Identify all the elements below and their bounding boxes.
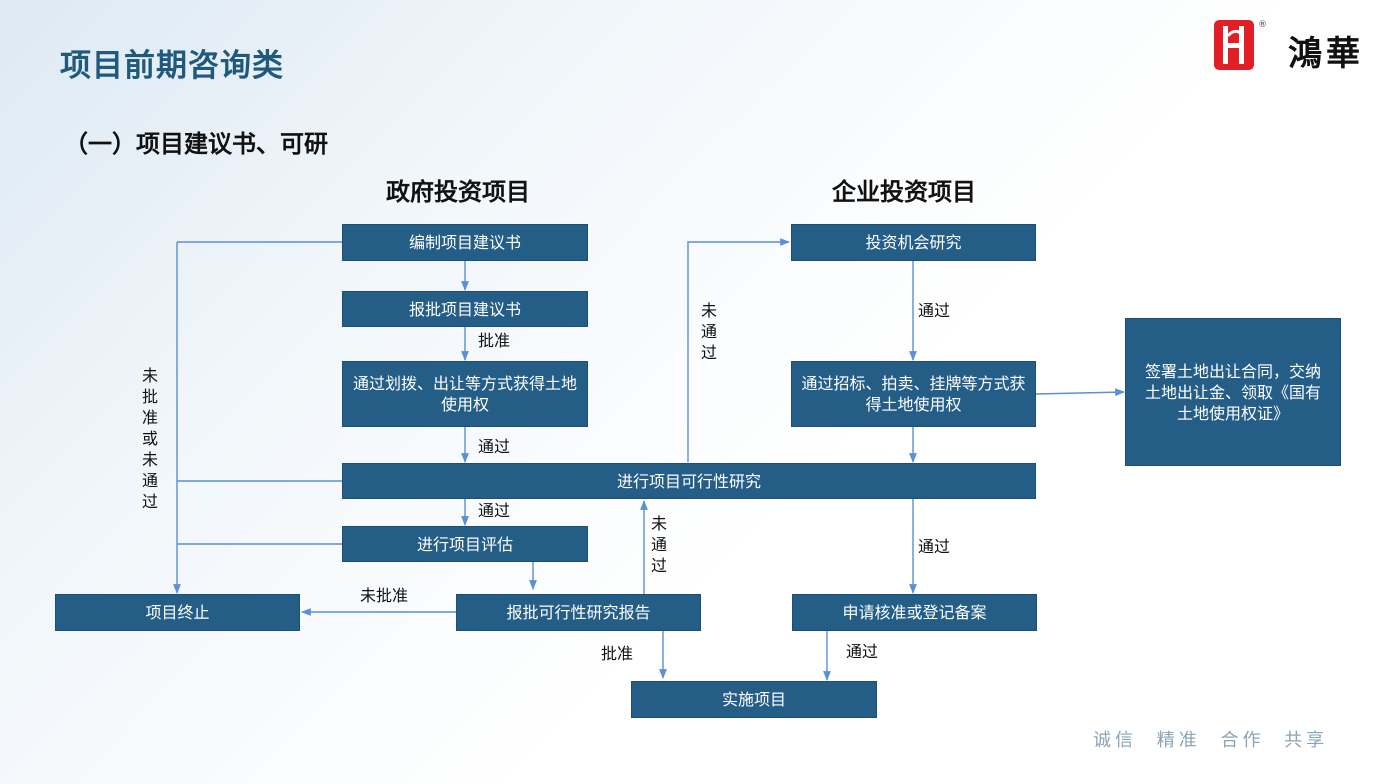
section-title: （一）项目建议书、可研 [64,130,328,158]
svg-text:®: ® [1258,20,1267,30]
box-investment-research: 投资机会研究 [791,224,1036,261]
box-acquire-land-gov: 通过划拨、出让等方式获得土地使用权 [342,361,588,427]
box-terminate-project: 项目终止 [55,594,300,631]
label-not-passed-up: 未通过 [700,301,717,362]
logo-text: 鴻華 [1288,34,1364,74]
box-implement-project: 实施项目 [631,681,877,718]
label-passed-ent-3: 通过 [846,642,879,661]
label-passed-1: 通过 [478,437,511,456]
box-feasibility-study: 进行项目可行性研究 [342,463,1036,499]
box-evaluate-project: 进行项目评估 [342,526,588,562]
page-title: 项目前期咨询类 [60,48,284,84]
label-not-approved-or-passed: 未批准或未通过 [141,366,158,511]
brand-logo: ® [1208,16,1378,72]
label-approved-2: 批准 [601,644,634,663]
box-sign-contract: 签署土地出让合同，交纳土地出让金、领取《国有土地使用权证》 [1125,318,1341,466]
logo-mark-icon: ® [1214,20,1267,70]
label-passed-2: 通过 [478,501,511,520]
label-approved-1: 批准 [478,331,511,350]
edge-acquire-ent-to-contract [1035,388,1125,397]
box-submit-feasibility: 报批可行性研究报告 [456,594,701,631]
footer-slogan: 诚信 精准 合作 共享 [1093,730,1329,751]
edge-feasibility-to-research [687,238,790,462]
label-passed-ent-2: 通过 [918,537,951,556]
label-passed-ent-1: 通过 [918,301,951,320]
box-apply-approval: 申请核准或登记备案 [792,594,1037,631]
gov-column-title: 政府投资项目 [386,178,530,206]
label-not-passed-mid: 未通过 [650,514,667,575]
ent-column-title: 企业投资项目 [832,178,976,206]
label-not-approved: 未批准 [360,586,409,605]
box-submit-proposal: 报批项目建议书 [342,291,588,327]
box-compile-proposal: 编制项目建议书 [342,224,588,261]
box-acquire-land-ent: 通过招标、拍卖、挂牌等方式获得土地使用权 [791,361,1036,427]
